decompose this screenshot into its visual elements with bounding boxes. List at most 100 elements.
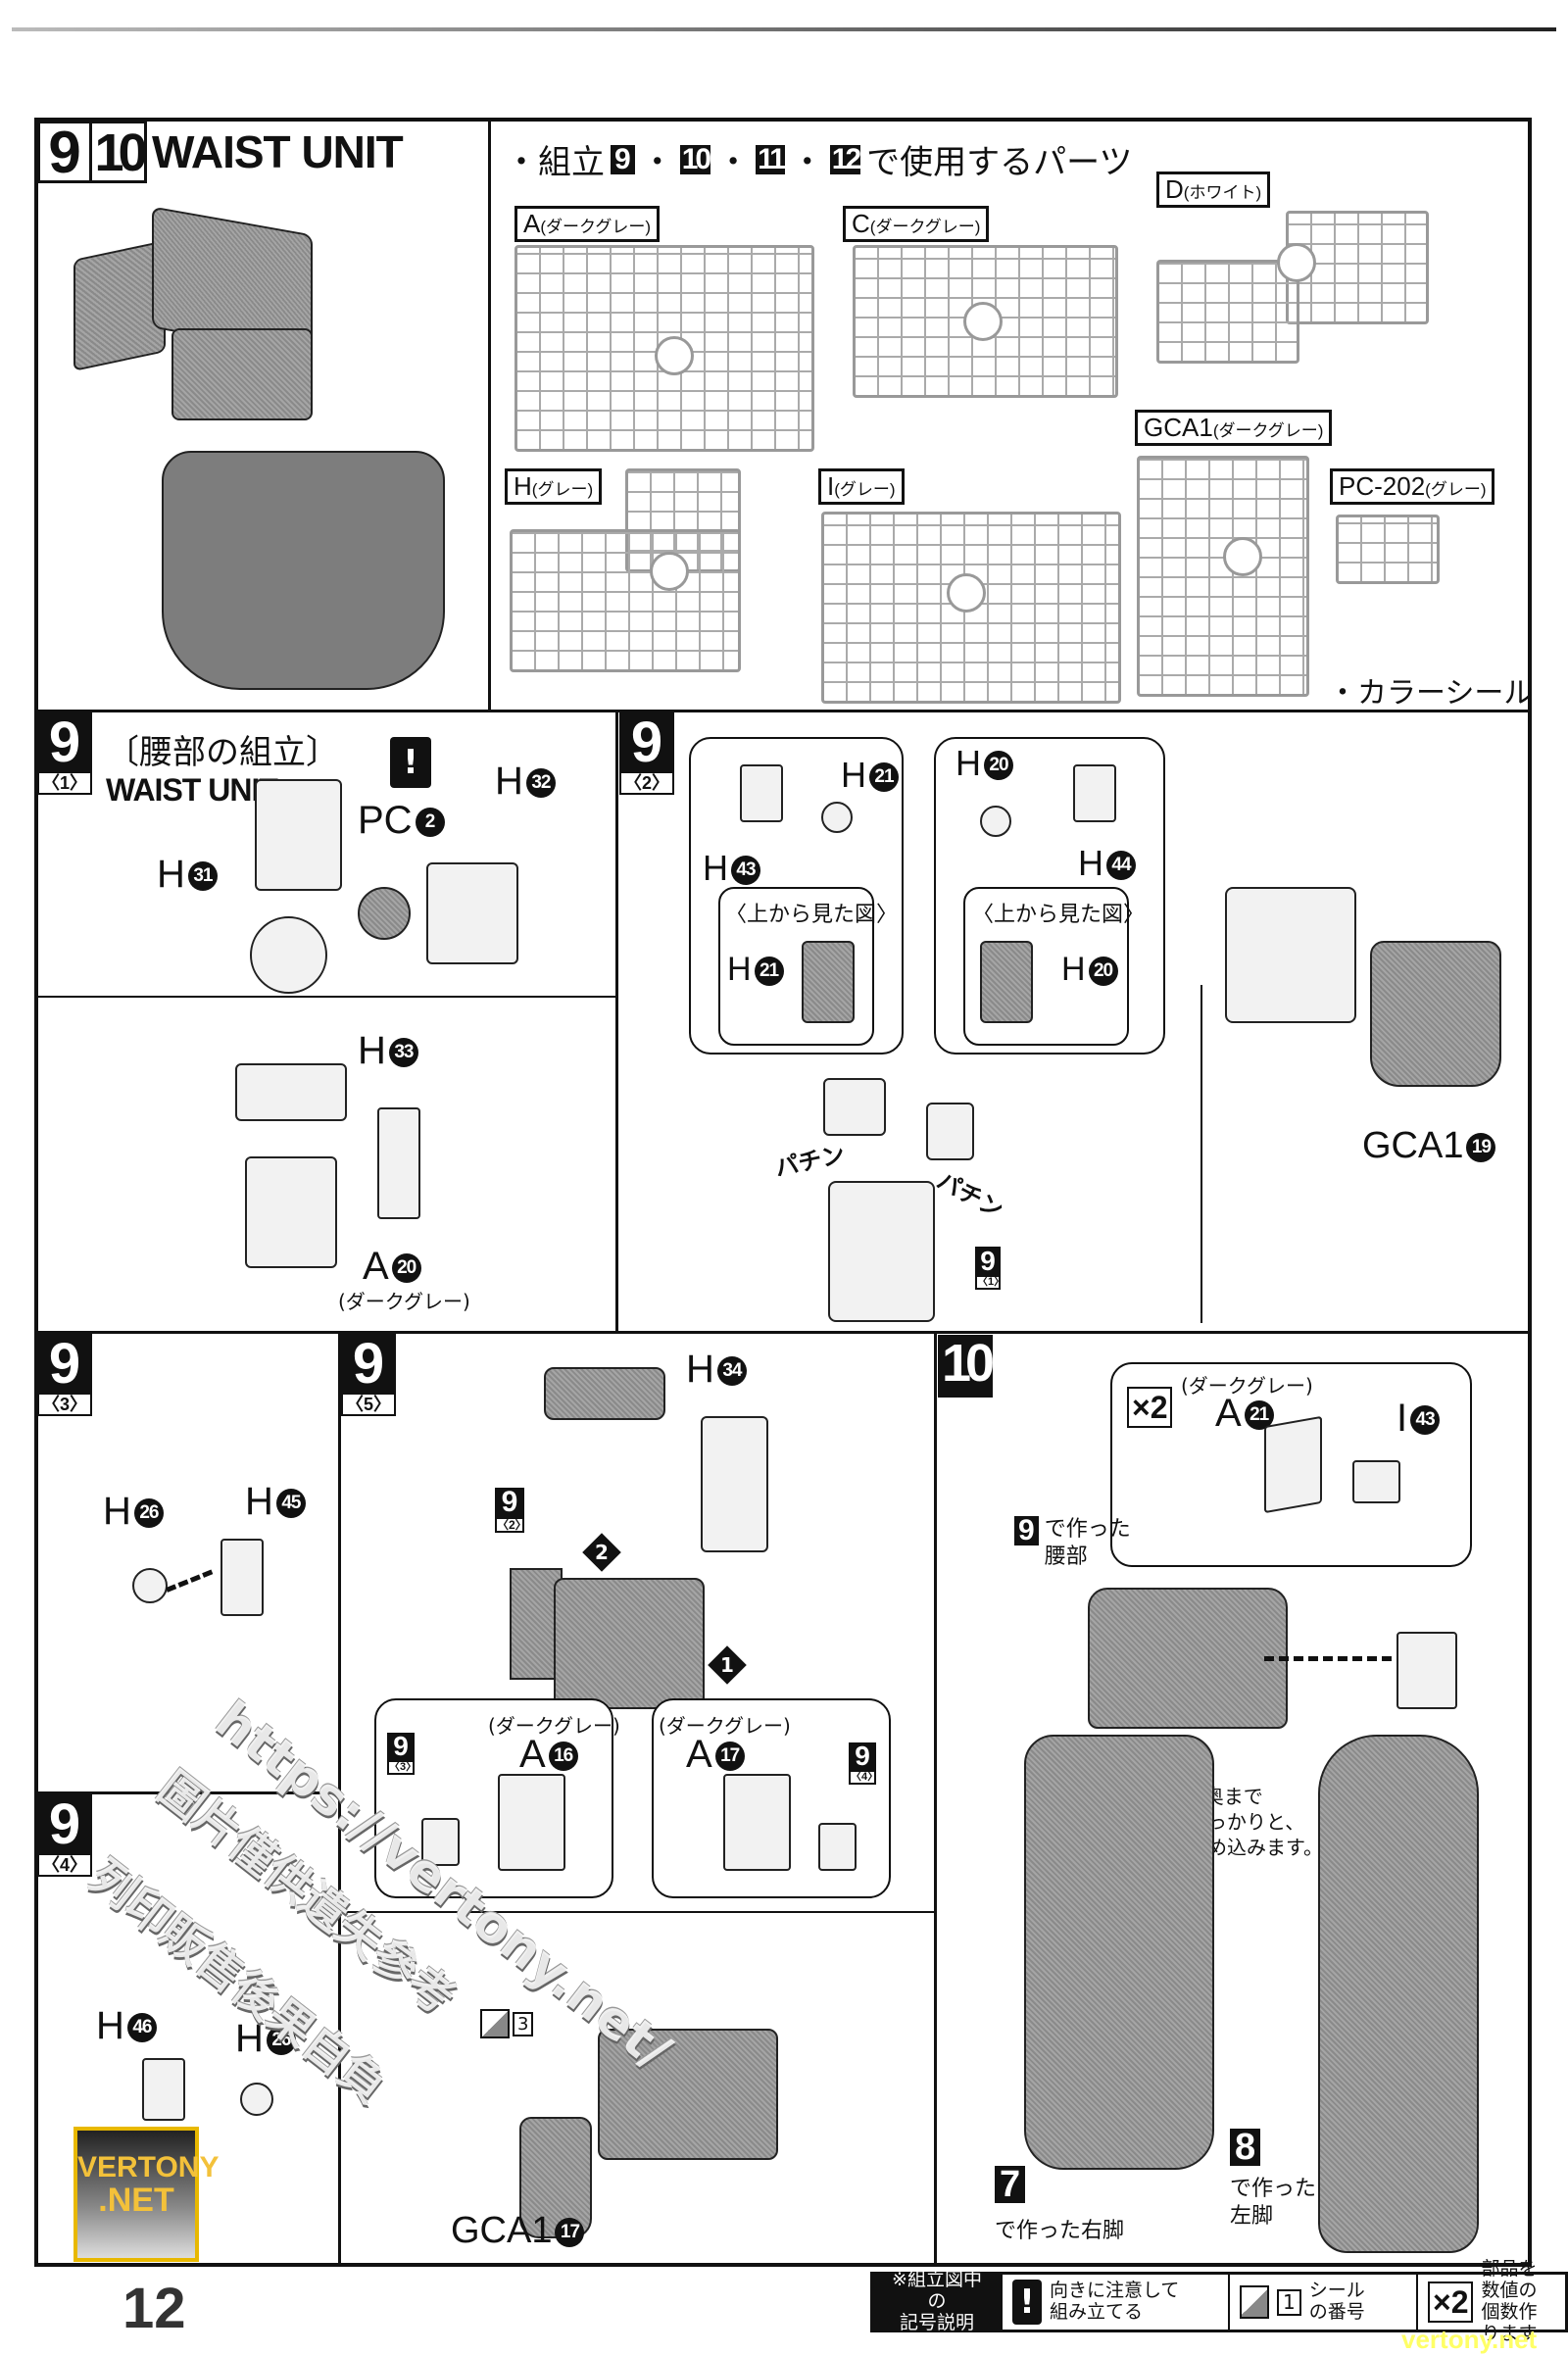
runner-label-d: D(ホワイト): [1156, 172, 1271, 208]
section-title: WAIST UNIT: [152, 126, 404, 177]
step-9-5-subdivider: [341, 1911, 936, 1913]
parts-used-heading: ・組立 9 ・ 10 ・ 11 ・ 12 で使用するパーツ: [505, 135, 1132, 183]
parts-used-step-9: 9: [611, 144, 635, 174]
runner-a: [514, 245, 814, 452]
part-h26-illustration: [132, 1568, 168, 1603]
page-number: 12: [122, 2277, 186, 2340]
part-h20-illustration: [980, 806, 1011, 837]
joint-assembly-right: [926, 1103, 974, 1160]
page-frame: [34, 118, 1532, 2267]
part-h21-illustration: [821, 802, 853, 833]
sticker-icon: [480, 2009, 510, 2038]
part-a17-illustration: [723, 1774, 791, 1871]
top-view-label-right: 〈上から見た図〉: [972, 903, 1146, 927]
a17-color: (ダークグレー): [659, 1714, 791, 1738]
waist-frame-side-view: [1225, 887, 1356, 1023]
waist-frame-part: [172, 328, 313, 420]
runner-label-a: A(ダークグレー): [514, 206, 660, 242]
runner-label-i: I(グレー): [818, 468, 905, 505]
part-h34-illustration: [544, 1367, 665, 1420]
top-view-joint-left: [802, 941, 855, 1023]
runner-gate: [650, 552, 689, 591]
step-9-1-subdivider: [37, 996, 617, 998]
subassembly-9-3: [421, 1818, 460, 1866]
left-leg-label: で作った左脚: [1230, 2177, 1317, 2229]
step-9-3-badge: 9 〈3〉: [37, 1334, 92, 1416]
runner-gate: [1223, 537, 1262, 576]
a16-color: (ダークグレー): [488, 1714, 620, 1738]
side-armor-illustration: [1396, 1632, 1457, 1709]
top-rule: [12, 27, 1556, 31]
right-leg-illustration: [1024, 1735, 1214, 2170]
row2-divider: [615, 710, 618, 1333]
waist-core-illustration: [554, 1578, 705, 1709]
right-leg-step: 7: [995, 2166, 1026, 2203]
runner-gate: [655, 336, 694, 375]
top-view-label-left: 〈上から見た図〉: [725, 903, 899, 927]
multiplier-badge: ×2: [1127, 1387, 1173, 1429]
waist-side-cover-illustration: [701, 1416, 768, 1552]
runner-label-h: H(グレー): [505, 468, 603, 505]
part-h46-illustration: [142, 2058, 185, 2121]
parts-used-step-12: 12: [829, 142, 861, 175]
step-badge-10: 10: [92, 121, 148, 183]
waist-frame-base: [828, 1181, 935, 1322]
part-a20-color: (ダークグレー): [338, 1290, 470, 1313]
part-h44-illustration: [1073, 764, 1116, 822]
waist-ref-step: 9: [1014, 1516, 1039, 1545]
step-9-2-subdivider: [1200, 985, 1202, 1323]
sticker-icon: [1240, 2285, 1269, 2319]
left-leg-illustration: [1318, 1735, 1479, 2253]
runner-i: [821, 512, 1121, 704]
callout-a16: [374, 1698, 613, 1898]
row3-divider-left: [338, 1331, 341, 2267]
part-h31-illustration: [255, 779, 342, 891]
step-9-4-badge: 9 〈4〉: [37, 1794, 92, 1877]
part-gca1-19-illustration: [1370, 941, 1501, 1087]
runner-h: [510, 529, 741, 672]
parts-used-step-11: 11: [756, 142, 786, 175]
step-9-3-4-divider: [37, 1791, 339, 1794]
parts-used-step-10: 10: [679, 142, 711, 175]
part-h32-illustration: [426, 862, 518, 964]
step-badges: 9 10: [37, 121, 148, 183]
part-h43-illustration: [740, 764, 783, 822]
legend-caution: ! 向きに注意して組み立てる: [1003, 2275, 1230, 2330]
top-view-joint-right: [980, 941, 1033, 1023]
runner-d-bottom: [1156, 243, 1316, 364]
runner-label-c: C(ダークグレー): [843, 206, 990, 242]
runner-gate: [947, 573, 986, 613]
a21-color: (ダークグレー): [1181, 1374, 1313, 1398]
step-9-1-title-jp: 〔腰部の組立〕: [106, 733, 339, 772]
subassembly-9-4: [818, 1823, 857, 1871]
ref-step-9-2: 9 〈2〉: [495, 1486, 527, 1533]
row-divider-2: [34, 1331, 1532, 1334]
part-h26-b-illustration: [240, 2083, 273, 2116]
legend-sticker: 1 シールの番号: [1230, 2275, 1418, 2330]
legend-multiplier: ×2 部品を数値の個数作ります: [1418, 2258, 1565, 2344]
legend-heading: ※組立図中の記号説明: [873, 2269, 1003, 2333]
symbol-legend: ※組立図中の記号説明 ! 向きに注意して組み立てる 1 シールの番号 ×2 部品…: [870, 2258, 1568, 2344]
parts-used-suffix: で使用するパーツ: [866, 143, 1133, 182]
waist-armor-illustration: [162, 451, 445, 690]
ref-step-9-3: 9 〈3〉: [387, 1731, 417, 1775]
part-pc2-illustration: [358, 887, 411, 940]
multiplier-icon: ×2: [1428, 2281, 1474, 2324]
runner-label-pc202: PC-202(グレー): [1330, 468, 1495, 505]
color-sticker-label: ・カラーシール: [1328, 676, 1534, 711]
